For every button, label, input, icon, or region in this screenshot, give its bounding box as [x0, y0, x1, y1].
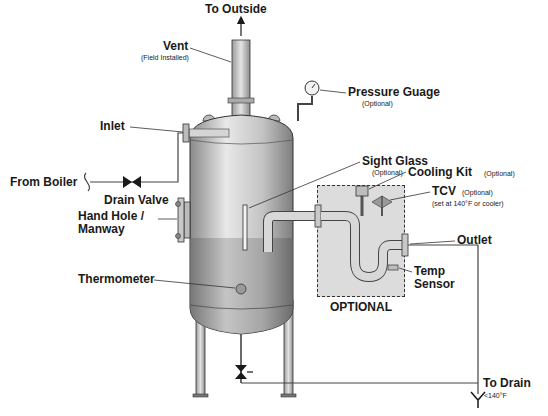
- leader-line: [249, 162, 360, 208]
- leader-line: [390, 192, 430, 200]
- flow-arrow: [240, 20, 241, 36]
- part-label: Temp Sensor: [414, 265, 464, 291]
- vent-pipe: [232, 40, 250, 120]
- inlet-flange: [183, 124, 189, 142]
- note-text: (Optional): [372, 169, 403, 177]
- note-text: (Optional): [362, 100, 393, 108]
- tank-body: [190, 115, 293, 334]
- part-label: Pressure Guage: [348, 86, 440, 99]
- leader-line: [190, 48, 231, 62]
- pipe-break: [84, 173, 89, 191]
- leader-line: [154, 280, 235, 288]
- leader-line: [158, 219, 177, 220]
- outlet-pipe-outline: [268, 216, 317, 252]
- note-text: (set at 140°F or cooler): [432, 200, 504, 208]
- boiler-line: [90, 133, 183, 182]
- drain-symbol: [471, 392, 485, 408]
- leader-line: [130, 127, 183, 132]
- manway-neck: [184, 202, 190, 238]
- tank-seam: [190, 140, 293, 144]
- tcv-stem: [381, 208, 383, 216]
- part-label: Inlet: [100, 120, 125, 133]
- flange-bolt: [176, 234, 181, 239]
- part-label: Cooling Kit: [408, 166, 472, 179]
- part-label: Thermometer: [78, 273, 155, 286]
- tcv-valve: [372, 196, 392, 208]
- cooling-pipe: [361, 196, 364, 216]
- leader-line: [320, 90, 346, 93]
- vent-collar: [228, 98, 254, 103]
- water-level: [190, 238, 293, 334]
- flange-bolt: [176, 202, 181, 207]
- gauge-pipe: [298, 96, 312, 121]
- leader-line: [399, 268, 412, 272]
- trap-pipe-outline: [321, 216, 402, 277]
- drain-valve: [123, 176, 141, 188]
- outlet-flange: [402, 234, 408, 256]
- temp-sensor: [388, 265, 398, 270]
- outlet-flange: [315, 205, 321, 227]
- part-label: To Outside: [205, 3, 267, 16]
- pressure-gauge: [305, 81, 319, 95]
- part-label: Hand Hole / Manway: [78, 210, 160, 236]
- drain-line: [241, 382, 478, 383]
- part-label: Vent: [163, 40, 188, 53]
- sight-glass: [243, 205, 247, 250]
- box-caption: OPTIONAL: [330, 300, 392, 314]
- part-label: From Boiler: [10, 176, 77, 189]
- outlet-line: [408, 245, 478, 394]
- tank-seam: [190, 305, 293, 309]
- note-text: <140°F: [484, 392, 507, 400]
- note-text: (Optional): [462, 189, 493, 197]
- bottom-drain-valve: [235, 365, 247, 379]
- cooling-kit: [356, 186, 368, 196]
- thermometer: [236, 284, 246, 294]
- part-label: Outlet: [457, 234, 492, 247]
- trap-pipe: [321, 216, 402, 277]
- leg-foot: [281, 394, 296, 397]
- gauge-needle: [312, 84, 315, 88]
- note-text: (Optional): [484, 170, 515, 178]
- note-text: (Field Installed): [141, 54, 189, 62]
- leg-foot: [193, 394, 208, 397]
- leader-line: [410, 241, 455, 244]
- part-label: TCV: [432, 185, 456, 198]
- outlet-pipe: [268, 216, 317, 252]
- valve-handle: [247, 371, 253, 372]
- part-label: Drain Valve: [104, 194, 169, 207]
- part-label: To Drain: [483, 377, 531, 390]
- inlet-pipe: [189, 129, 229, 137]
